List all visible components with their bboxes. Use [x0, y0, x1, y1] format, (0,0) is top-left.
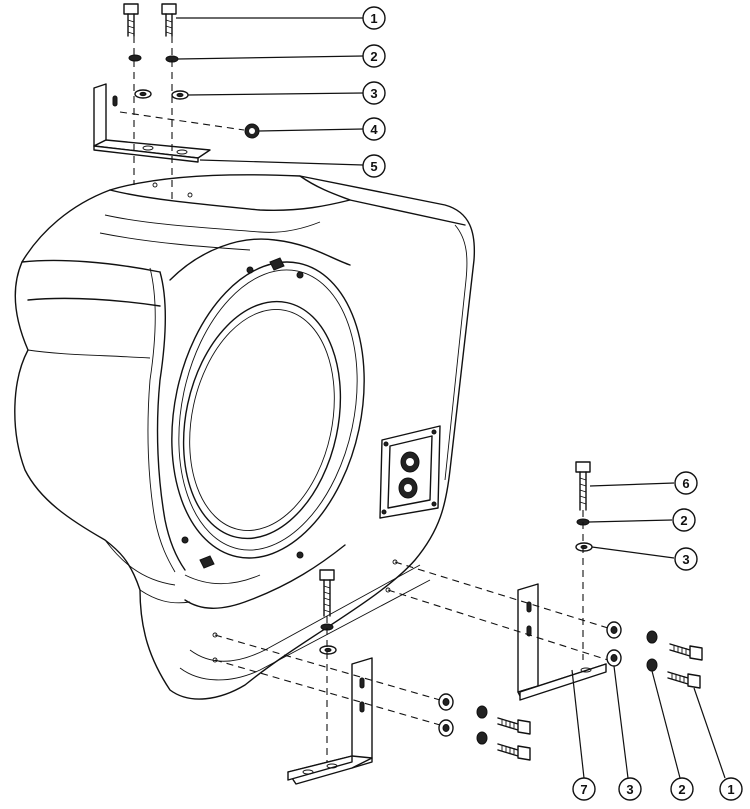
- callout-label: 5: [370, 159, 377, 174]
- callout-label: 1: [727, 782, 734, 797]
- callout-label: 7: [580, 782, 587, 797]
- bottom-bolt-lower: [497, 743, 531, 761]
- bottom-bracket-hardware: [214, 569, 531, 785]
- callout-2-top: 2: [362, 44, 386, 68]
- right-bolt-lower: [667, 671, 701, 689]
- callout-1-top: 1: [362, 6, 386, 30]
- callout-label: 4: [370, 122, 378, 137]
- callout-label: 2: [678, 782, 685, 797]
- top-bracket-hardware: [93, 3, 260, 200]
- callout-2-right: 2: [672, 508, 696, 532]
- leader-lines: [176, 17, 726, 779]
- right-bracket: [517, 583, 607, 701]
- callout-label: 2: [370, 49, 377, 64]
- right-bolt-upper: [669, 643, 703, 661]
- callout-label: 2: [680, 513, 687, 528]
- callout-1-bottom: 1: [719, 777, 743, 801]
- speaker-enclosure: [14, 174, 476, 700]
- callout-4-top: 4: [362, 117, 386, 141]
- bottom-bolt-upper: [497, 717, 531, 735]
- callout-label: 1: [370, 11, 377, 26]
- top-bolt-left: [123, 3, 139, 37]
- callout-7-bottom: 7: [572, 777, 596, 801]
- callout-label: 3: [626, 782, 633, 797]
- callout-3-bottom: 3: [618, 777, 642, 801]
- top-bolt-right: [161, 3, 177, 37]
- callout-6-right: 6: [674, 471, 698, 495]
- bottom-bracket: [287, 657, 373, 785]
- callout-3-right: 3: [674, 547, 698, 571]
- callout-label: 3: [682, 552, 689, 567]
- callout-5-top: 5: [362, 154, 386, 178]
- right-bracket-hardware: [387, 461, 703, 701]
- callout-3-top: 3: [362, 81, 386, 105]
- callout-2-bottom: 2: [670, 777, 694, 801]
- callout-label: 3: [370, 86, 377, 101]
- callout-label: 6: [682, 476, 689, 491]
- terminal-plate: [379, 425, 441, 519]
